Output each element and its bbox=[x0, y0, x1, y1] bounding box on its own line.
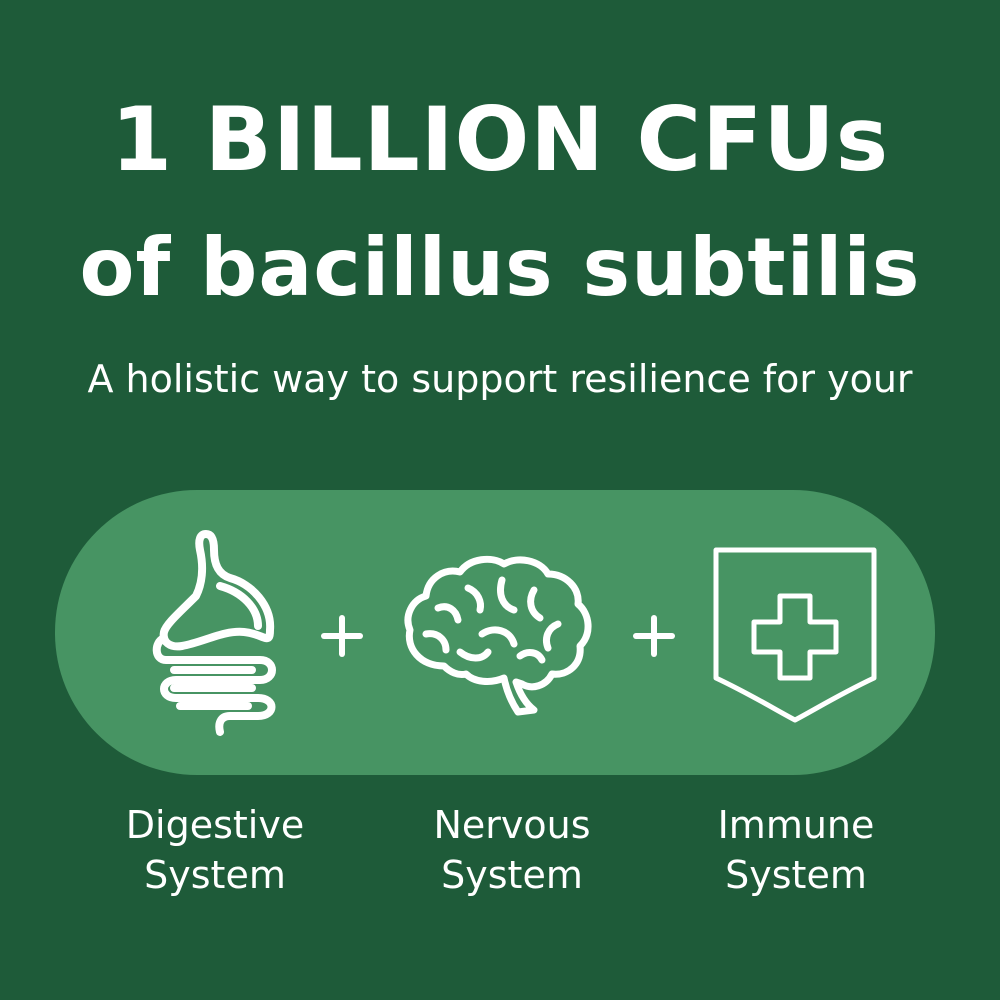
brain-icon bbox=[398, 548, 598, 718]
benefit-label-digestive: Digestive System bbox=[85, 800, 345, 900]
benefit-label-line2: System bbox=[441, 853, 583, 897]
subtitle: A holistic way to support resilience for… bbox=[87, 357, 913, 401]
headline-line2: of bacillus subtilis bbox=[79, 221, 921, 314]
benefit-label-nervous: Nervous System bbox=[382, 800, 642, 900]
benefit-label-line2: System bbox=[144, 853, 286, 897]
benefit-label-line2: System bbox=[725, 853, 867, 897]
benefit-label-line1: Immune bbox=[717, 803, 875, 847]
benefit-label-immune: Immune System bbox=[666, 800, 926, 900]
plus-icon bbox=[632, 614, 676, 658]
headline-line1: 1 BILLION CFUs bbox=[110, 88, 890, 191]
shield-cross-icon bbox=[710, 544, 880, 726]
plus-icon bbox=[320, 614, 364, 658]
digestive-system-icon bbox=[140, 520, 300, 750]
benefit-label-line1: Digestive bbox=[125, 803, 305, 847]
benefit-label-line1: Nervous bbox=[433, 803, 591, 847]
